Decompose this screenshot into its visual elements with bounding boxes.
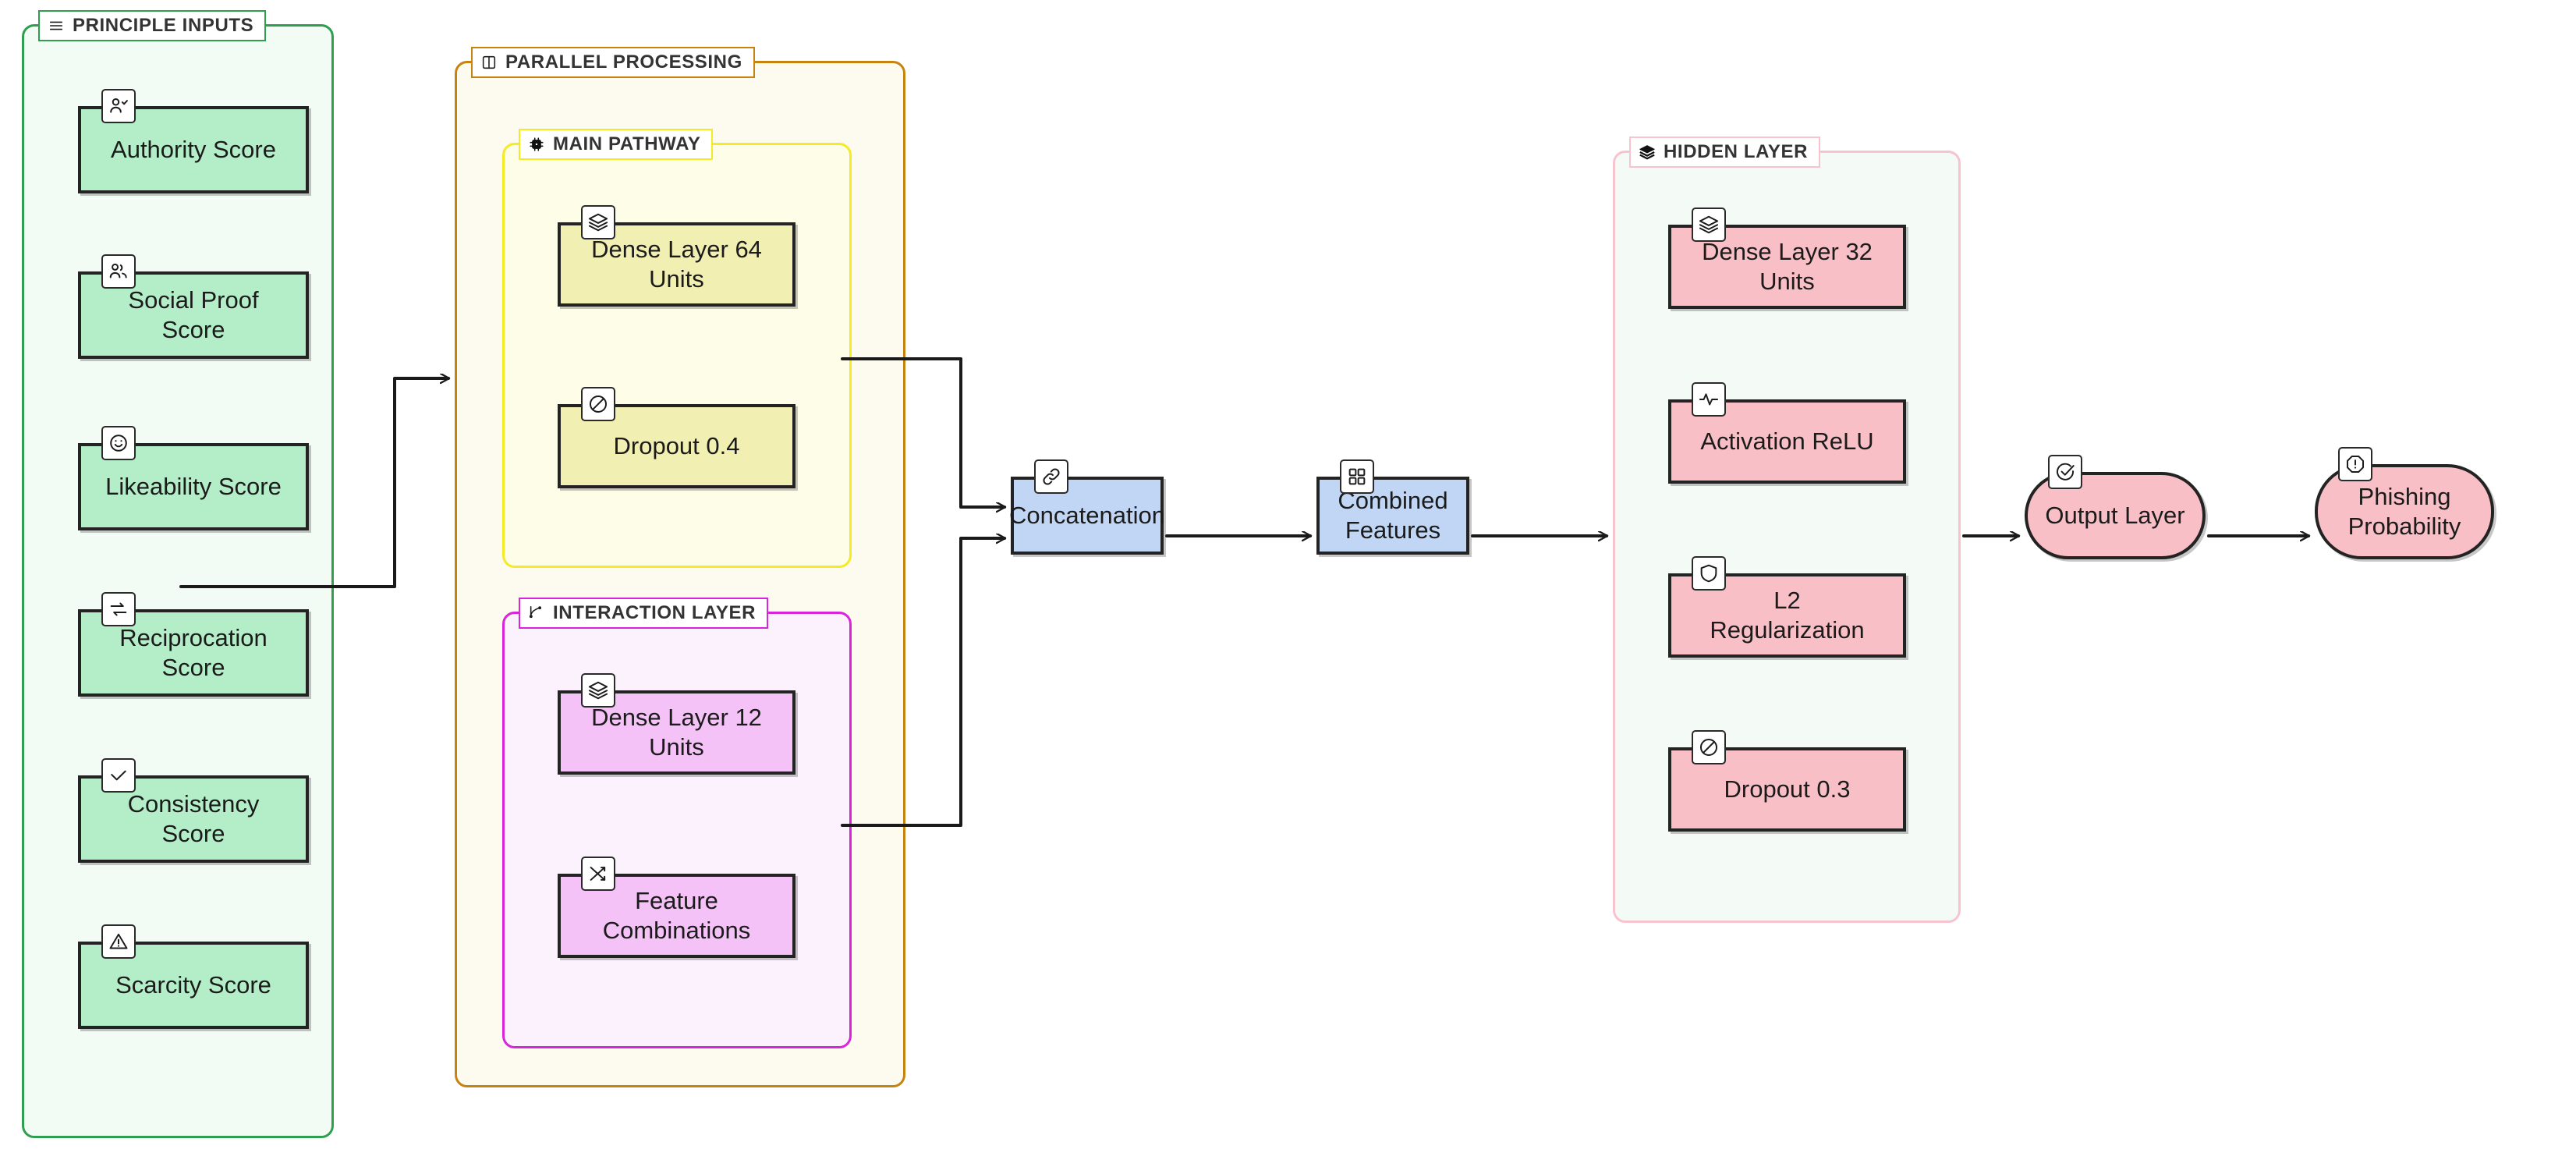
curve-icon: [528, 605, 545, 622]
edge-inputs-to-parallel: [179, 378, 448, 588]
cluster-label-hidden-layer: HIDDEN LAYER: [1629, 137, 1821, 168]
list-icon: [48, 17, 65, 34]
edge-interaction-to-concat: [841, 538, 1005, 827]
cluster-title-text: PARALLEL PROCESSING: [505, 51, 742, 73]
shield-icon: [1692, 556, 1726, 591]
alert-octagon-icon: [2338, 447, 2372, 481]
users-icon: [101, 254, 136, 289]
check-circle-icon: [2048, 455, 2082, 489]
edge-main-to-concat: [841, 357, 1005, 507]
pulse-icon: [1692, 382, 1726, 417]
link-icon: [1034, 459, 1068, 494]
user-check-icon: [101, 89, 136, 123]
swap-icon: [101, 592, 136, 626]
check-icon: [101, 758, 136, 793]
cluster-title-text: INTERACTION LAYER: [553, 602, 756, 623]
stack-solid-icon: [1639, 144, 1656, 161]
cluster-main-pathway: MAIN PATHWAY: [502, 129, 852, 568]
layers-icon: [581, 205, 615, 239]
layers-icon: [1692, 208, 1726, 242]
grid-icon: [1340, 459, 1374, 494]
no-entry-icon: [1692, 730, 1726, 764]
columns-icon: [480, 54, 498, 71]
warning-icon: [101, 924, 136, 959]
cluster-label-parallel-processing: PARALLEL PROCESSING: [471, 47, 755, 78]
cluster-interaction-layer: INTERACTION LAYER: [502, 598, 852, 1048]
chip-icon: [528, 136, 545, 153]
cluster-label-interaction-layer: INTERACTION LAYER: [519, 598, 768, 629]
cluster-title-text: PRINCIPLE INPUTS: [73, 15, 254, 36]
shuffle-icon: [581, 857, 615, 891]
cluster-title-text: MAIN PATHWAY: [553, 133, 701, 154]
layers-icon: [581, 673, 615, 708]
no-entry-icon: [581, 387, 615, 421]
cluster-title-text: HIDDEN LAYER: [1664, 141, 1809, 162]
cluster-label-main-pathway: MAIN PATHWAY: [519, 129, 714, 160]
cluster-label-principle-inputs: PRINCIPLE INPUTS: [38, 10, 267, 41]
smile-icon: [101, 426, 136, 460]
